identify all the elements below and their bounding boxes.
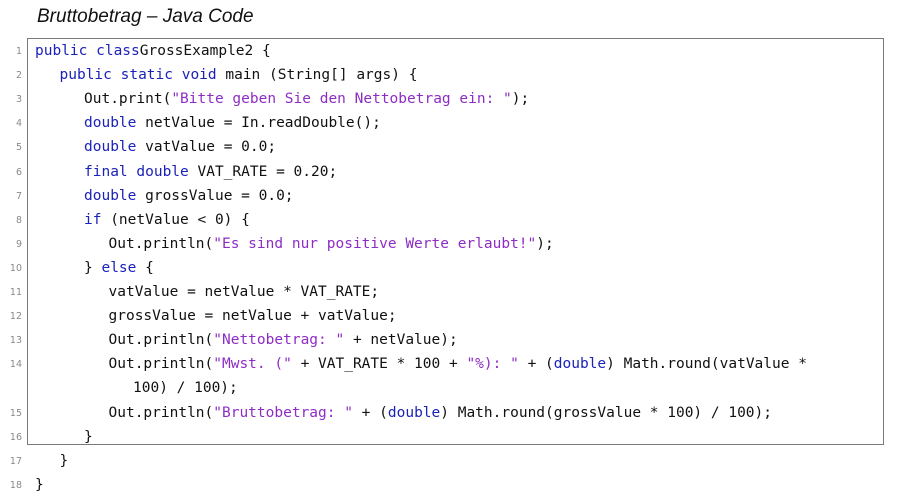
code-string: "%): " [466,356,519,373]
line-number: 14 [9,359,22,371]
code-line: Out.print("Bitte geben Sie den Nettobetr… [84,88,529,110]
code-keyword: public static void [59,67,217,84]
code-text: (netValue < 0) { [101,211,250,228]
line-number: 12 [9,311,22,323]
code-line: } [60,450,69,472]
code-line: public static void main (String[] args) … [60,64,418,86]
code-line: double vatValue = 0.0; [84,136,276,158]
code-text: GrossExample2 { [139,43,271,59]
code-line: vatValue = netValue * VAT_RATE; [109,281,380,303]
code-keyword: double [84,139,137,156]
line-number: 7 [15,190,22,202]
line-number: 9 [15,238,22,250]
line-number: 8 [15,214,22,226]
line-number: 3 [15,94,22,106]
code-text: + ( [352,404,388,421]
code-text: ) Math.round(vatValue * [606,356,807,373]
code-text: + ( [518,356,554,373]
line-number: 5 [15,142,22,154]
line-number: 15 [9,407,22,419]
code-text: Out.print( [84,91,172,108]
code-text: } [84,259,102,276]
line-number: 1 [15,46,22,57]
code-text: { [136,259,154,276]
code-text: } [59,452,69,469]
code-line: } [35,474,44,496]
code-line: } [84,426,93,448]
code-keyword: else [101,259,137,276]
code-keyword: double [84,115,137,132]
code-keyword: final double [84,163,189,180]
code-keyword: if [84,211,102,228]
code-keyword: double [553,356,607,373]
code-line: Out.println("Bruttobetrag: " + (double) … [109,402,773,424]
code-keyword: double [84,187,137,204]
code-text: } [35,476,44,493]
line-number: 4 [15,118,22,130]
line-number: 11 [9,287,22,298]
code-text: ); [511,91,530,108]
code-line: public classGrossExample2 { [35,40,271,62]
code-string: "Bruttobetrag: " [213,404,353,421]
code-string: "Mwst. (" [213,356,292,373]
code-text: grossValue = 0.0; [136,187,294,204]
line-number: 18 [9,479,22,491]
code-line: if (netValue < 0) { [84,209,250,231]
line-number: 16 [9,431,22,443]
code-text: netValue = In.readDouble(); [136,115,381,132]
code-text: ) Math.round(grossValue * 100) / 100); [440,404,772,421]
code-text: main (String[] args) { [216,67,418,84]
code-line: final double VAT_RATE = 0.20; [84,161,337,183]
line-number: 17 [9,455,22,467]
page-title: Bruttobetrag – Java Code [37,6,254,27]
code-text: VAT_RATE = 0.20; [188,163,338,180]
code-text: } [84,428,93,445]
code-line: grossValue = netValue + vatValue; [109,305,397,327]
code-line: 100) / 100); [133,377,238,399]
code-text: grossValue = netValue + vatValue; [108,308,397,325]
code-listing-frame [27,38,884,445]
code-line: double netValue = In.readDouble(); [84,112,381,134]
code-string: "Bitte geben Sie den Nettobetrag ein: " [171,91,512,108]
code-text: Out.println( [108,356,214,373]
line-number: 2 [15,70,22,82]
code-line: double grossValue = 0.0; [84,185,294,207]
code-keyword: double [387,404,441,421]
code-text: vatValue = netValue * VAT_RATE; [108,284,380,300]
code-text: 100) / 100); [133,380,238,397]
line-number: 10 [9,262,22,274]
code-text: Out.println( [108,235,214,252]
code-string: "Nettobetrag: " [213,332,345,349]
code-text: Out.println( [108,404,214,421]
code-text: + VAT_RATE * 100 + [291,356,467,373]
code-line: Out.println("Es sind nur positive Werte … [109,233,554,255]
code-text: ); [536,235,554,252]
code-line: Out.println("Mwst. (" + VAT_RATE * 100 +… [109,353,807,375]
code-line: Out.println("Nettobetrag: " + netValue); [109,329,458,351]
line-number: 13 [9,335,22,347]
code-text: vatValue = 0.0; [136,139,277,156]
code-keyword: public class [35,43,140,59]
line-number: 6 [15,166,22,178]
code-text: Out.println( [108,332,214,349]
code-line: } else { [84,257,154,279]
code-string: "Es sind nur positive Werte erlaubt!" [213,235,537,252]
code-text: + netValue); [344,332,458,349]
